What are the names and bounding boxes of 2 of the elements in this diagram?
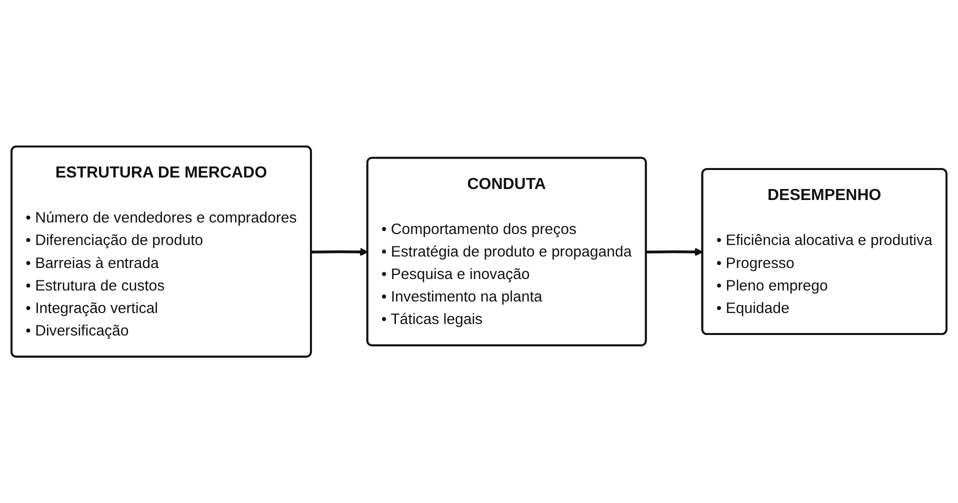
arrow (311, 248, 368, 256)
arrow (646, 248, 704, 256)
